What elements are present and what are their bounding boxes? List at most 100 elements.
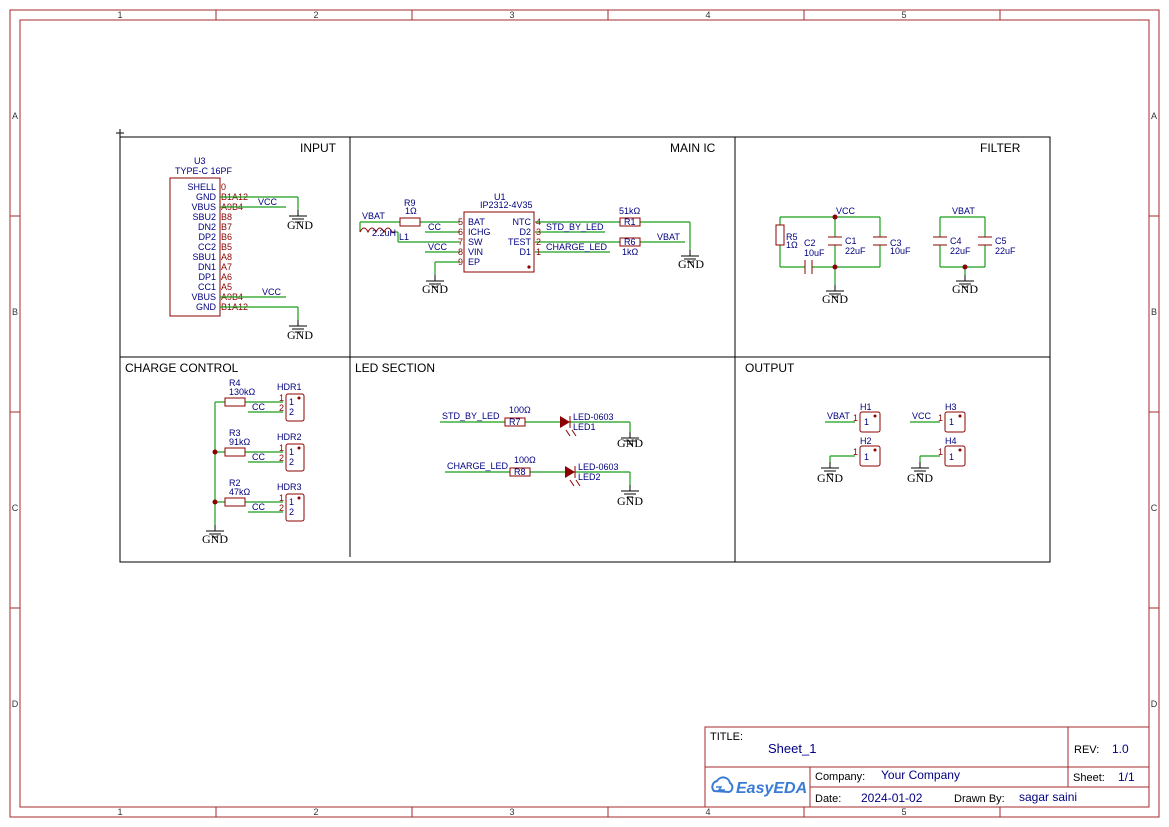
- net-label-vbat: VBAT: [952, 206, 975, 216]
- u1-value: IP2312-4V35: [480, 200, 533, 210]
- c2-capacitor[interactable]: C2 10uF: [804, 238, 825, 274]
- r4-resistor[interactable]: R4 130kΩ: [224, 378, 256, 407]
- r1-value: 51kΩ: [619, 206, 641, 216]
- net-label-charge-led: CHARGE_LED: [546, 242, 608, 252]
- u3-pin-name: VBUS: [191, 202, 216, 212]
- l1-inductor[interactable]: 2.2uH L1: [359, 227, 409, 242]
- row-label-right: A: [1151, 111, 1157, 121]
- u3-wires: [220, 196, 299, 320]
- row-label-right: D: [1151, 699, 1158, 709]
- u1-left-pin-name: EP: [468, 257, 480, 267]
- h1-terminal[interactable]: H1 1 1: [853, 402, 881, 433]
- drawn-by-label: Drawn By:: [954, 793, 1005, 805]
- section-title-main-ic: MAIN IC: [670, 141, 716, 155]
- ground-label: GND: [287, 328, 313, 342]
- c4-capacitor[interactable]: C4 22uF: [933, 236, 971, 256]
- r5-value: 1Ω: [786, 240, 798, 250]
- h3-terminal[interactable]: H3 1 1: [938, 402, 966, 433]
- led1-diode[interactable]: LED-0603 LED1: [560, 412, 614, 437]
- sheet-frame: [9, 9, 1160, 818]
- rev-value: 1.0: [1112, 742, 1129, 756]
- u3-pin-name: DN2: [198, 222, 216, 232]
- r1-resistor[interactable]: 51kΩ R1: [619, 206, 641, 227]
- led2-value: LED-0603: [578, 462, 619, 472]
- r3-value: 91kΩ: [229, 437, 251, 447]
- r5-resistor[interactable]: R5 1Ω: [775, 224, 798, 250]
- section-title-led-section: LED SECTION: [355, 361, 435, 375]
- u1-left-pin-number: 5: [458, 217, 463, 227]
- hdr3-header[interactable]: HDR3 1 2 1 2: [277, 482, 305, 522]
- col-label-top: 3: [509, 10, 514, 20]
- c5-capacitor[interactable]: C5 22uF: [978, 236, 1016, 256]
- r2-ref: R2: [229, 478, 241, 488]
- r8-resistor[interactable]: 100Ω R8: [509, 455, 536, 477]
- charge-control-wires: [214, 401, 283, 525]
- u1-left-pin-number: 6: [458, 227, 463, 237]
- u3-value: TYPE-C 16PF: [175, 166, 233, 176]
- c1-capacitor[interactable]: C1 22uF: [828, 236, 866, 256]
- pin-name: 2: [289, 507, 294, 517]
- junction-dot: [832, 214, 838, 220]
- junction-dot: [962, 264, 968, 270]
- junction-dot: [212, 499, 218, 505]
- company-value: Your Company: [881, 768, 960, 782]
- u3-pin-number: 0: [221, 182, 226, 192]
- led2-ref: LED2: [578, 472, 601, 482]
- pin-name: 2: [289, 457, 294, 467]
- rev-label: REV:: [1074, 744, 1099, 756]
- hdr1-ref: HDR1: [277, 382, 302, 392]
- u3-ref: U3: [194, 156, 206, 166]
- filter-wires: [779, 216, 986, 285]
- c1-value: 22uF: [845, 246, 866, 256]
- ground-label: GND: [617, 436, 643, 450]
- r3-resistor[interactable]: R3 91kΩ: [224, 428, 251, 457]
- net-label-std-by-led: STD_BY_LED: [546, 222, 604, 232]
- ground-label: GND: [202, 532, 228, 546]
- r4-value: 130kΩ: [229, 387, 256, 397]
- net-label-std-by-led: STD_BY_LED: [442, 411, 500, 421]
- pin-number: 2: [279, 453, 284, 463]
- r9-resistor[interactable]: R9 1Ω: [399, 198, 421, 227]
- u3-pin-name: DN1: [198, 262, 216, 272]
- r6-resistor[interactable]: R6 1kΩ: [619, 237, 641, 257]
- u1-right-pin-name: NTC: [513, 217, 532, 227]
- section-grid: [116, 129, 1051, 563]
- hdr2-header[interactable]: HDR2 1 2 1 2: [277, 432, 305, 472]
- ground-label: GND: [617, 494, 643, 508]
- col-label-top: 1: [117, 10, 122, 20]
- u3-pin-number: B6: [221, 232, 232, 242]
- h2-terminal[interactable]: H2 1 1: [853, 436, 881, 467]
- led2-diode[interactable]: LED-0603 LED2: [565, 462, 619, 487]
- ground-label: GND: [907, 471, 933, 485]
- col-label-bottom: 2: [313, 807, 318, 817]
- hdr1-header[interactable]: HDR1 1 2 1 2: [277, 382, 305, 422]
- u1-left-pin-name: VIN: [468, 247, 483, 257]
- c2-value: 10uF: [804, 248, 825, 258]
- row-label-right: B: [1151, 307, 1157, 317]
- c5-value: 22uF: [995, 246, 1016, 256]
- pin-name: 1: [949, 452, 954, 462]
- r2-resistor[interactable]: R2 47kΩ: [224, 478, 251, 507]
- c3-capacitor[interactable]: C3 10uF: [873, 236, 911, 256]
- pin-number: 1: [853, 447, 858, 457]
- row-label-left: A: [12, 111, 18, 121]
- main-ic-wires: [359, 221, 691, 275]
- junction-dot: [212, 449, 218, 455]
- u3-pin-number: B8: [221, 212, 232, 222]
- ground-label: GND: [422, 282, 448, 296]
- section-title-output: OUTPUT: [745, 361, 795, 375]
- u3-pin-number: A7: [221, 262, 232, 272]
- pin-name: 2: [289, 407, 294, 417]
- date-label: Date:: [815, 793, 841, 805]
- net-label-charge-led: CHARGE_LED: [447, 461, 509, 471]
- r7-resistor[interactable]: 100Ω R7: [504, 405, 531, 427]
- h4-terminal[interactable]: H4 1 1: [938, 436, 966, 467]
- col-label-top: 5: [901, 10, 906, 20]
- u1-left-pin-name: ICHG: [468, 227, 491, 237]
- u1-right-pin-number: 1: [536, 247, 541, 257]
- title-label: TITLE:: [710, 731, 743, 743]
- output-wires: [825, 421, 940, 462]
- r7-value: 100Ω: [509, 405, 531, 415]
